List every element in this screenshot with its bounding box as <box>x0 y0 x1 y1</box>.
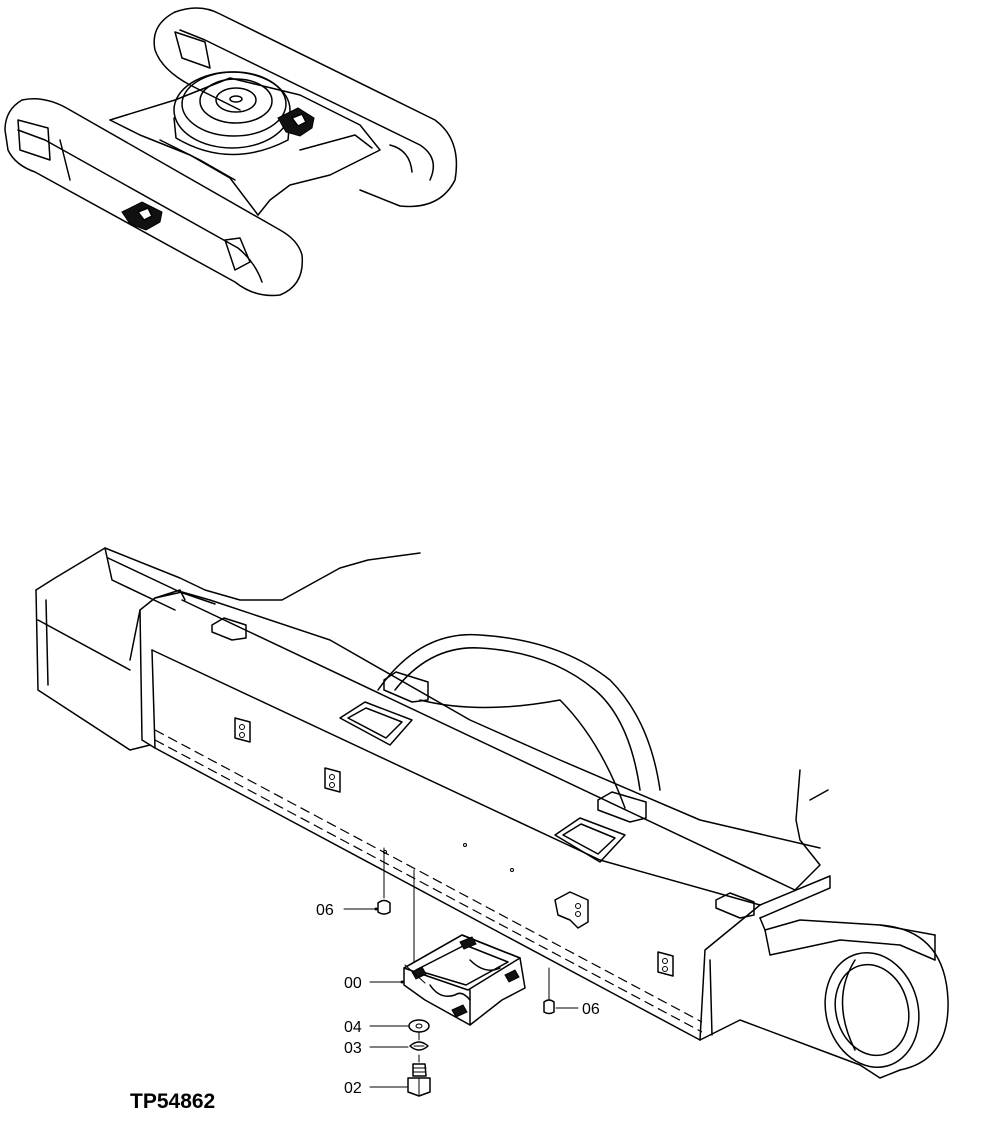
track-guard-highlight-left <box>121 201 163 231</box>
part-06-left-plug <box>377 847 391 915</box>
callout-00: 00 <box>344 975 404 992</box>
callout-04: 04 <box>344 1019 409 1036</box>
undercarriage-overview <box>4 7 458 297</box>
callout-label-06-left: 06 <box>316 902 334 919</box>
figure-id-label: TP54862 <box>130 1090 215 1113</box>
left-track-frame <box>4 98 304 297</box>
right-track-frame <box>153 7 458 208</box>
part-03-lock-washer <box>409 1041 429 1051</box>
track-frame-detail <box>35 547 949 1079</box>
center-frame <box>109 71 381 216</box>
callout-06-left: 06 <box>316 902 378 919</box>
part-02-bolt <box>407 1031 431 1097</box>
callout-label-02: 02 <box>344 1080 362 1097</box>
callout-06-right: 06 <box>555 1001 600 1018</box>
callout-03: 03 <box>344 1040 409 1057</box>
track-guard-highlight-right <box>277 107 315 137</box>
callout-label-03: 03 <box>344 1040 362 1057</box>
callout-label-00: 00 <box>344 975 362 992</box>
part-00-guard <box>403 869 526 1026</box>
callout-label-06-right: 06 <box>582 1001 600 1018</box>
part-04-washer <box>408 1019 430 1033</box>
callout-02: 02 <box>344 1080 408 1097</box>
callout-label-04: 04 <box>344 1019 362 1036</box>
part-06-right-plug <box>543 967 555 1015</box>
